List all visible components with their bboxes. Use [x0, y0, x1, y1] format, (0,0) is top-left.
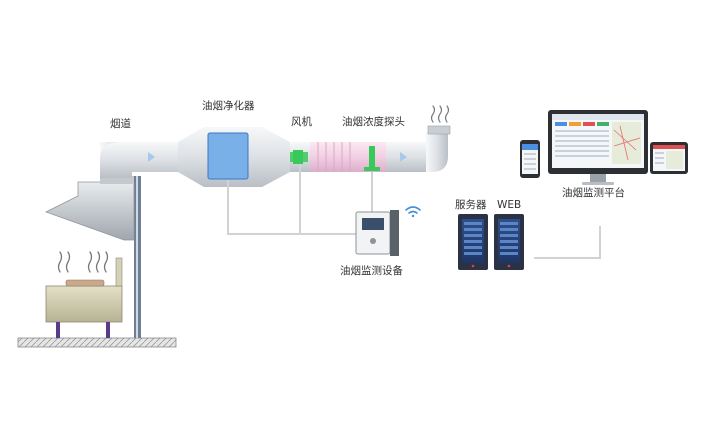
monitor-device — [355, 210, 399, 256]
label-probe: 油烟浓度探头 — [342, 116, 405, 128]
flow-arrow-icon — [148, 152, 155, 162]
floor — [17, 337, 177, 348]
label-monitor-device: 油烟监测设备 — [340, 265, 403, 277]
purifier-panel — [207, 132, 249, 180]
range-hood — [44, 176, 135, 241]
web-server-rack — [494, 214, 524, 270]
purifier-transition-in — [178, 127, 204, 187]
label-server: 服务器 — [455, 199, 487, 211]
label-flue: 烟道 — [110, 118, 131, 130]
label-purifier: 油烟净化器 — [202, 100, 255, 112]
desktop-monitor — [548, 110, 648, 185]
probe-connector — [369, 146, 375, 170]
signal-cables — [227, 164, 601, 259]
mobile-phone — [520, 140, 540, 178]
flue-duct — [100, 142, 178, 178]
steam-icon — [57, 251, 109, 273]
tablet — [650, 142, 688, 174]
flex-section — [310, 142, 360, 172]
wifi-icon — [405, 206, 421, 218]
label-platform: 油烟监测平台 — [562, 187, 625, 199]
purifier-transition-out — [262, 127, 290, 187]
exhaust-cap — [427, 125, 451, 135]
label-web: WEB — [497, 199, 522, 211]
exhaust-elbow — [426, 132, 448, 172]
stove — [45, 257, 123, 338]
label-fan: 风机 — [291, 116, 312, 128]
server-rack — [458, 214, 488, 270]
